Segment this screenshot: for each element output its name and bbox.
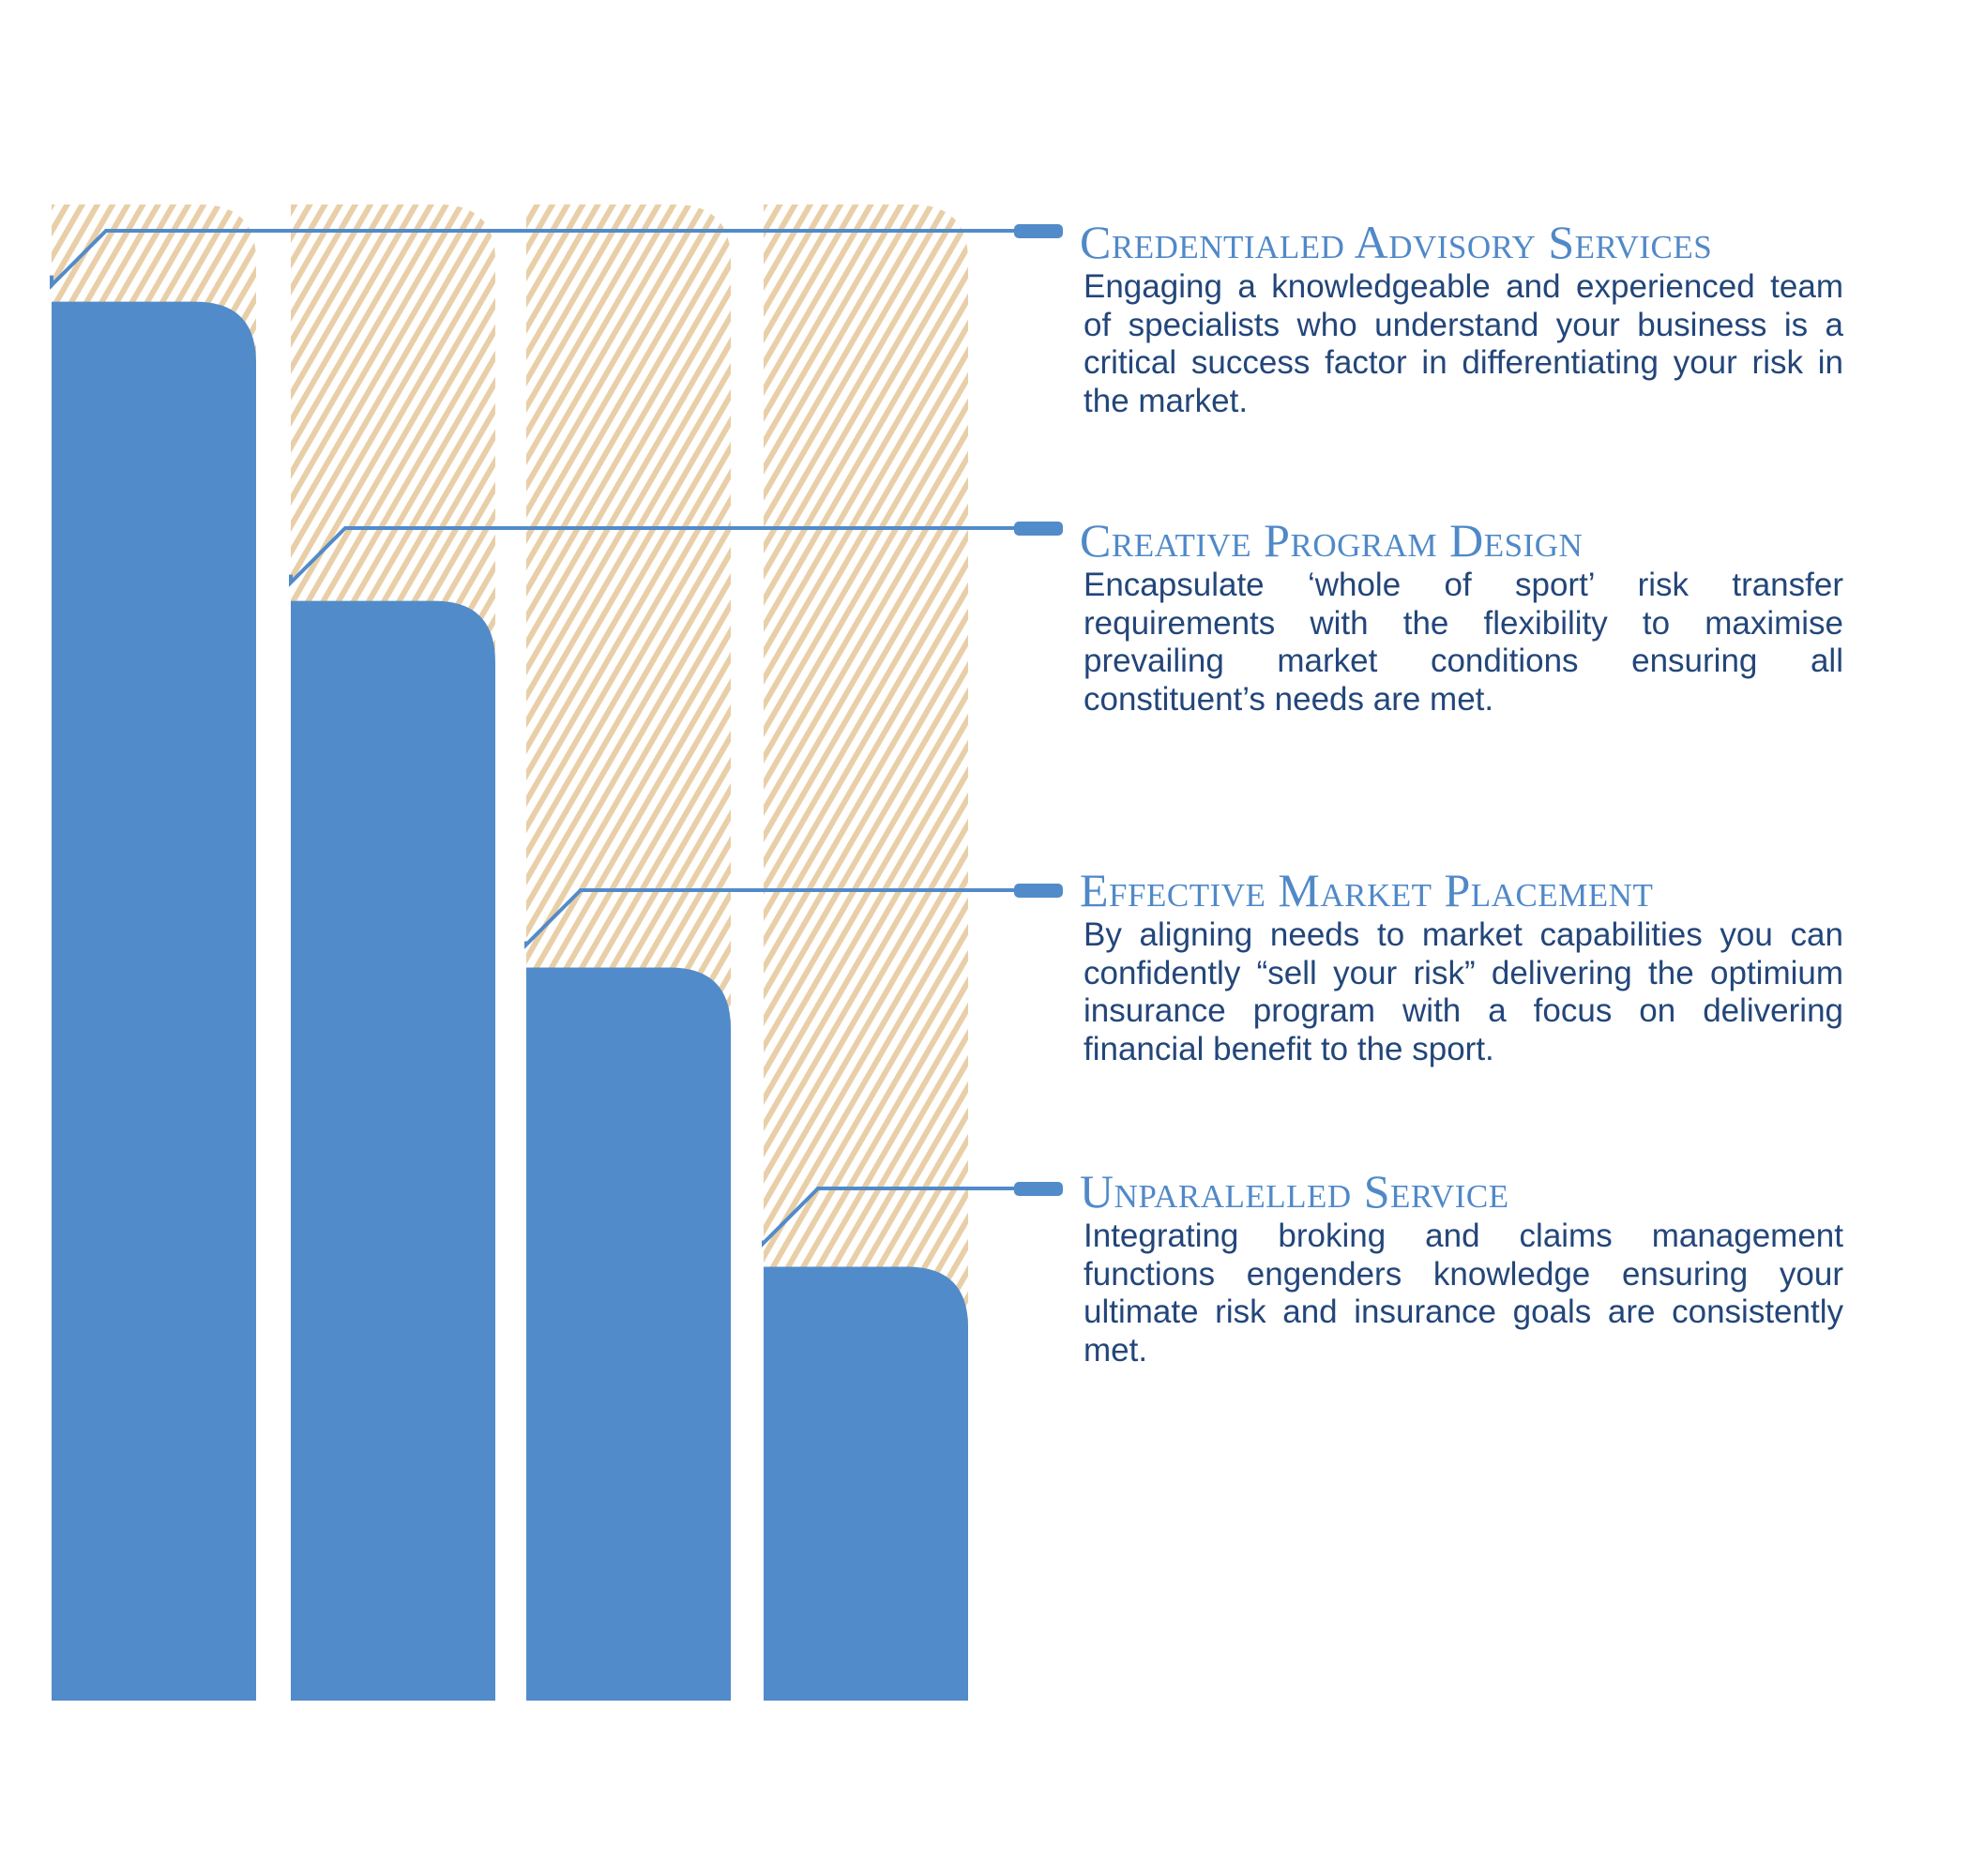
leader-line [762, 1187, 1018, 1248]
bar [526, 967, 731, 1701]
bar [764, 1266, 968, 1701]
item-title: Unparalelled Service [1080, 1165, 1509, 1218]
item-title: Effective Market Placement [1080, 864, 1654, 916]
item-text: Encapsulate ‘whole of sport’ risk transf… [1084, 567, 1843, 718]
item-creative-program: Creative Program Design Encapsulate ‘who… [1080, 514, 1924, 719]
item-text: By aligning needs to market capabilities… [1084, 916, 1843, 1067]
item-text: Engaging a knowledgeable and experienced… [1084, 268, 1843, 419]
item-effective-market: Effective Market Placement By aligning n… [1080, 864, 1924, 1068]
bar [52, 301, 256, 1701]
item-unparalelled-service: Unparalelled Service Integrating broking… [1080, 1165, 1924, 1369]
item-text: Integrating broking and claims managemen… [1084, 1218, 1843, 1369]
leader-marker [1014, 884, 1063, 898]
leader-marker [1014, 1182, 1063, 1196]
bar [291, 600, 495, 1701]
item-title: Creative Program Design [1080, 514, 1584, 567]
leader-line [50, 229, 1018, 290]
leader-line [524, 888, 1018, 949]
item-title: Credentialed Advisory Services [1080, 216, 1713, 268]
item-credentialed-advisory: Credentialed Advisory Services Engaging … [1080, 216, 1924, 420]
leader-marker [1014, 224, 1063, 238]
leader-line [289, 526, 1018, 587]
leader-marker [1014, 522, 1063, 536]
